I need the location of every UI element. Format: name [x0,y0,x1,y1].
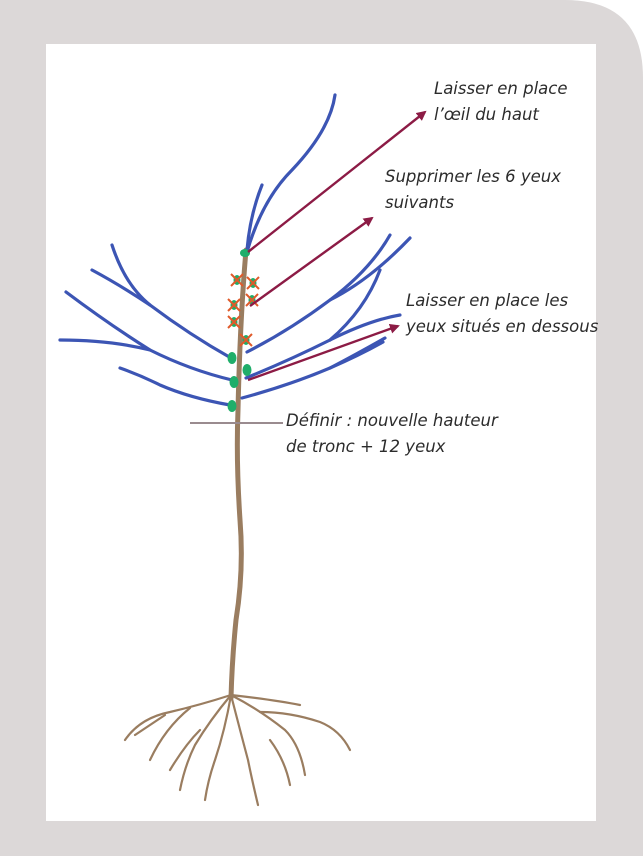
annotation-new-height-line2: de tronc + 12 yeux [286,434,498,460]
annotation-top-bud-line1: Laisser en place [434,76,568,102]
annotation-new-height: Définir : nouvelle hauteur de tronc + 12… [286,408,498,460]
bud-icon [243,364,252,376]
annotation-keep-buds-line2: yeux situés en dessous [406,314,598,340]
annotation-top-bud: Laisser en place l’œil du haut [434,76,568,128]
annotation-remove-buds-line1: Supprimer les 6 yeux [385,164,561,190]
annotation-top-bud-line2: l’œil du haut [434,102,568,128]
annotation-keep-buds: Laisser en place les yeux situés en dess… [406,288,598,340]
bud-icon [230,376,239,388]
annotation-keep-buds-line1: Laisser en place les [406,288,598,314]
annotation-remove-buds: Supprimer les 6 yeux suivants [385,164,561,216]
bud-icon [228,352,237,364]
annotation-remove-buds-line2: suivants [385,190,561,216]
bud-icon [228,400,237,412]
annotation-new-height-line1: Définir : nouvelle hauteur [286,408,498,434]
